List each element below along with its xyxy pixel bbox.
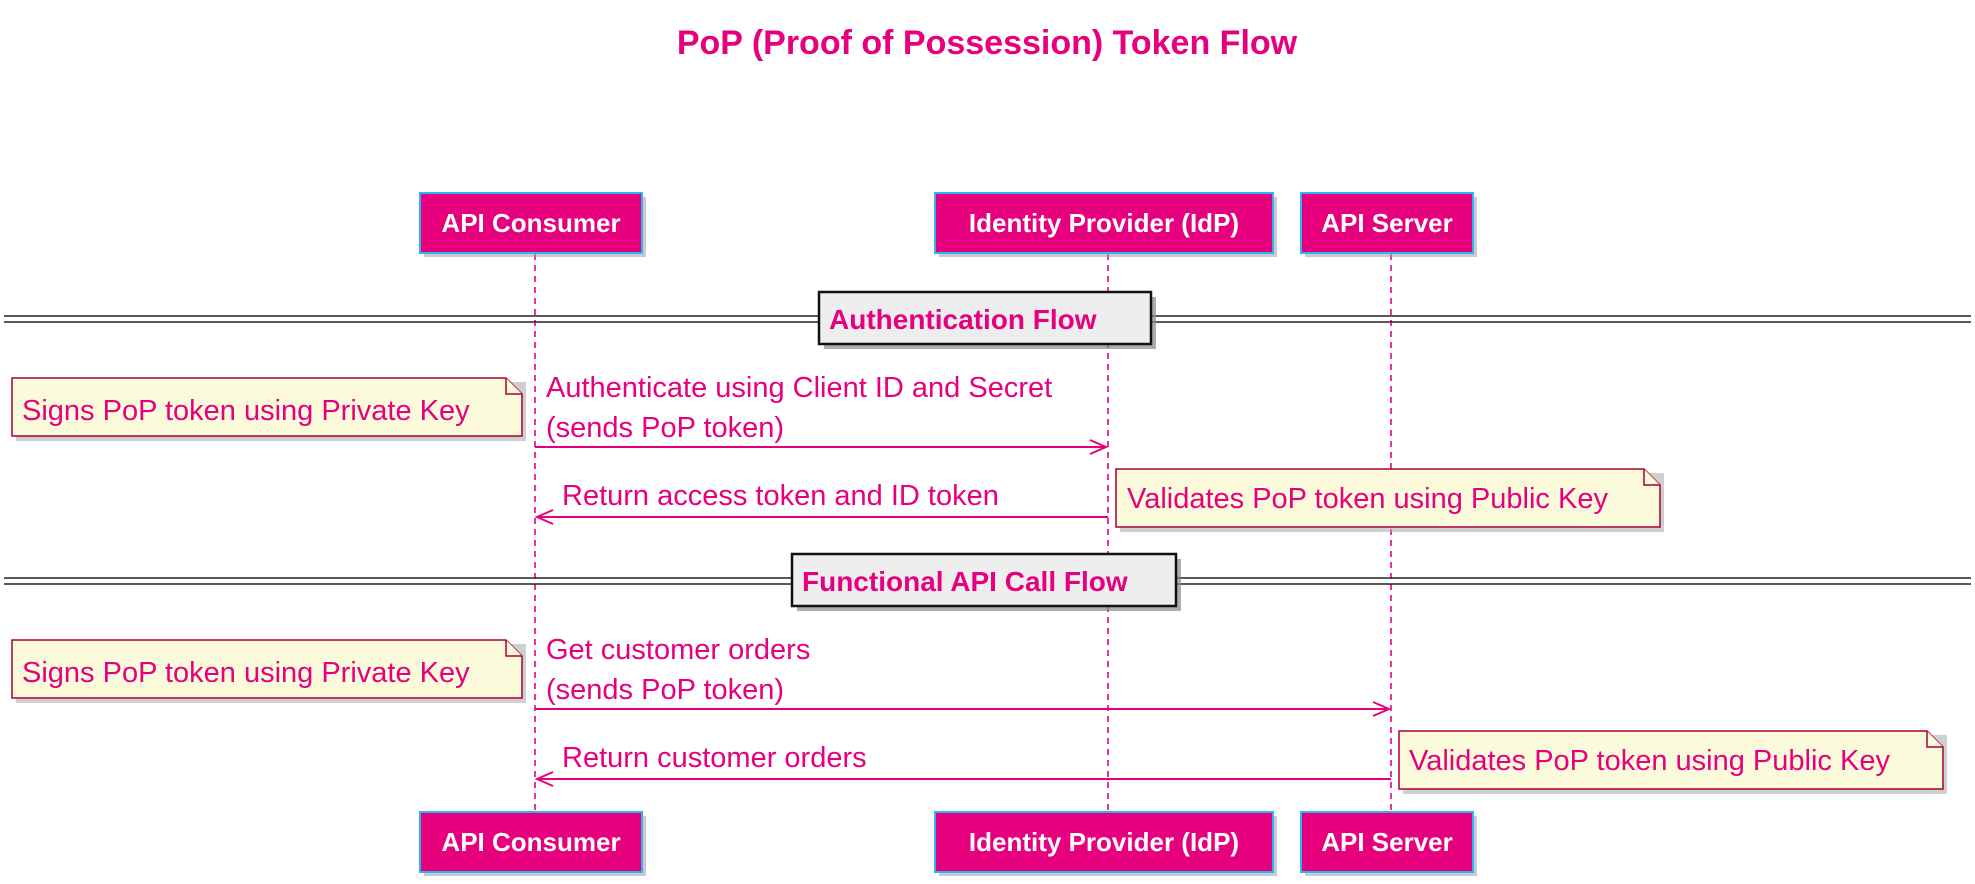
note-text: Validates PoP token using Public Key <box>1127 483 1608 515</box>
participant-api-consumer-top: API Consumer <box>419 192 646 257</box>
participant-api-server-bottom: API Server <box>1300 811 1477 876</box>
message-label-line-1: Get customer orders <box>546 634 810 666</box>
section-label: Functional API Call Flow <box>802 566 1128 597</box>
message-label-line-1: Authenticate using Client ID and Secret <box>546 372 1052 404</box>
message-return-tokens: Return access token and ID token <box>534 480 1108 525</box>
participant-identity-provider-top: Identity Provider (IdP) <box>934 192 1277 257</box>
participant-label: API Server <box>1321 827 1453 857</box>
message-get-customer-orders: Get customer orders (sends PoP token) <box>535 634 1392 717</box>
participant-label: API Consumer <box>441 827 620 857</box>
section-divider-functional: Functional API Call Flow <box>4 552 1971 611</box>
note-signs-pop-token-2: Signs PoP token using Private Key <box>11 639 526 703</box>
message-label: Return customer orders <box>562 742 867 774</box>
participant-label: Identity Provider (IdP) <box>969 208 1239 238</box>
note-text: Validates PoP token using Public Key <box>1409 745 1890 777</box>
participant-label: API Server <box>1321 208 1453 238</box>
note-validates-pop-token-2: Validates PoP token using Public Key <box>1398 730 1947 794</box>
note-signs-pop-token-1: Signs PoP token using Private Key <box>11 377 526 441</box>
participant-api-server-top: API Server <box>1300 192 1477 257</box>
participant-identity-provider-bottom: Identity Provider (IdP) <box>934 811 1277 876</box>
diagram-title: PoP (Proof of Possession) Token Flow <box>677 24 1298 62</box>
participant-label: Identity Provider (IdP) <box>969 827 1239 857</box>
message-label-line-2: (sends PoP token) <box>546 674 784 706</box>
note-text: Signs PoP token using Private Key <box>22 395 470 427</box>
message-authenticate: Authenticate using Client ID and Secret … <box>535 372 1109 455</box>
message-label-line-2: (sends PoP token) <box>546 412 784 444</box>
note-text: Signs PoP token using Private Key <box>22 657 470 689</box>
message-return-customer-orders: Return customer orders <box>534 742 1391 787</box>
participant-label: API Consumer <box>441 208 620 238</box>
message-label: Return access token and ID token <box>562 480 999 512</box>
participant-api-consumer-bottom: API Consumer <box>419 811 646 876</box>
note-validates-pop-token-1: Validates PoP token using Public Key <box>1115 468 1664 532</box>
section-divider-authentication: Authentication Flow <box>4 290 1971 349</box>
section-label: Authentication Flow <box>829 304 1097 335</box>
